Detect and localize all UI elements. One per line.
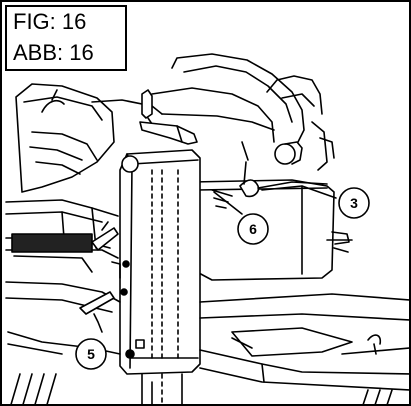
- callout-6: 6: [237, 213, 269, 245]
- leader-lines: [93, 185, 337, 333]
- motor-housing: [15, 83, 163, 193]
- adjustment-lever: [211, 141, 328, 209]
- right-table: [199, 293, 409, 391]
- floor-hatching: [10, 373, 393, 404]
- figure-number: FIG: 16: [13, 9, 87, 34]
- callout-6-number: 6: [249, 221, 257, 237]
- left-table: [5, 199, 121, 355]
- right-knob: [274, 121, 335, 171]
- callout-5: 5: [75, 338, 107, 370]
- callout-3: 3: [338, 187, 370, 219]
- blade-guard: [151, 53, 323, 143]
- figure-number-german: ABB: 16: [13, 40, 94, 65]
- callout-3-number: 3: [350, 195, 358, 211]
- callout-5-number: 5: [87, 346, 95, 362]
- vertical-column: [119, 149, 201, 404]
- figure-label-box: FIG: 16 ABB: 16: [5, 5, 127, 71]
- top-handle: [139, 89, 198, 145]
- clamp-arm: [79, 221, 130, 315]
